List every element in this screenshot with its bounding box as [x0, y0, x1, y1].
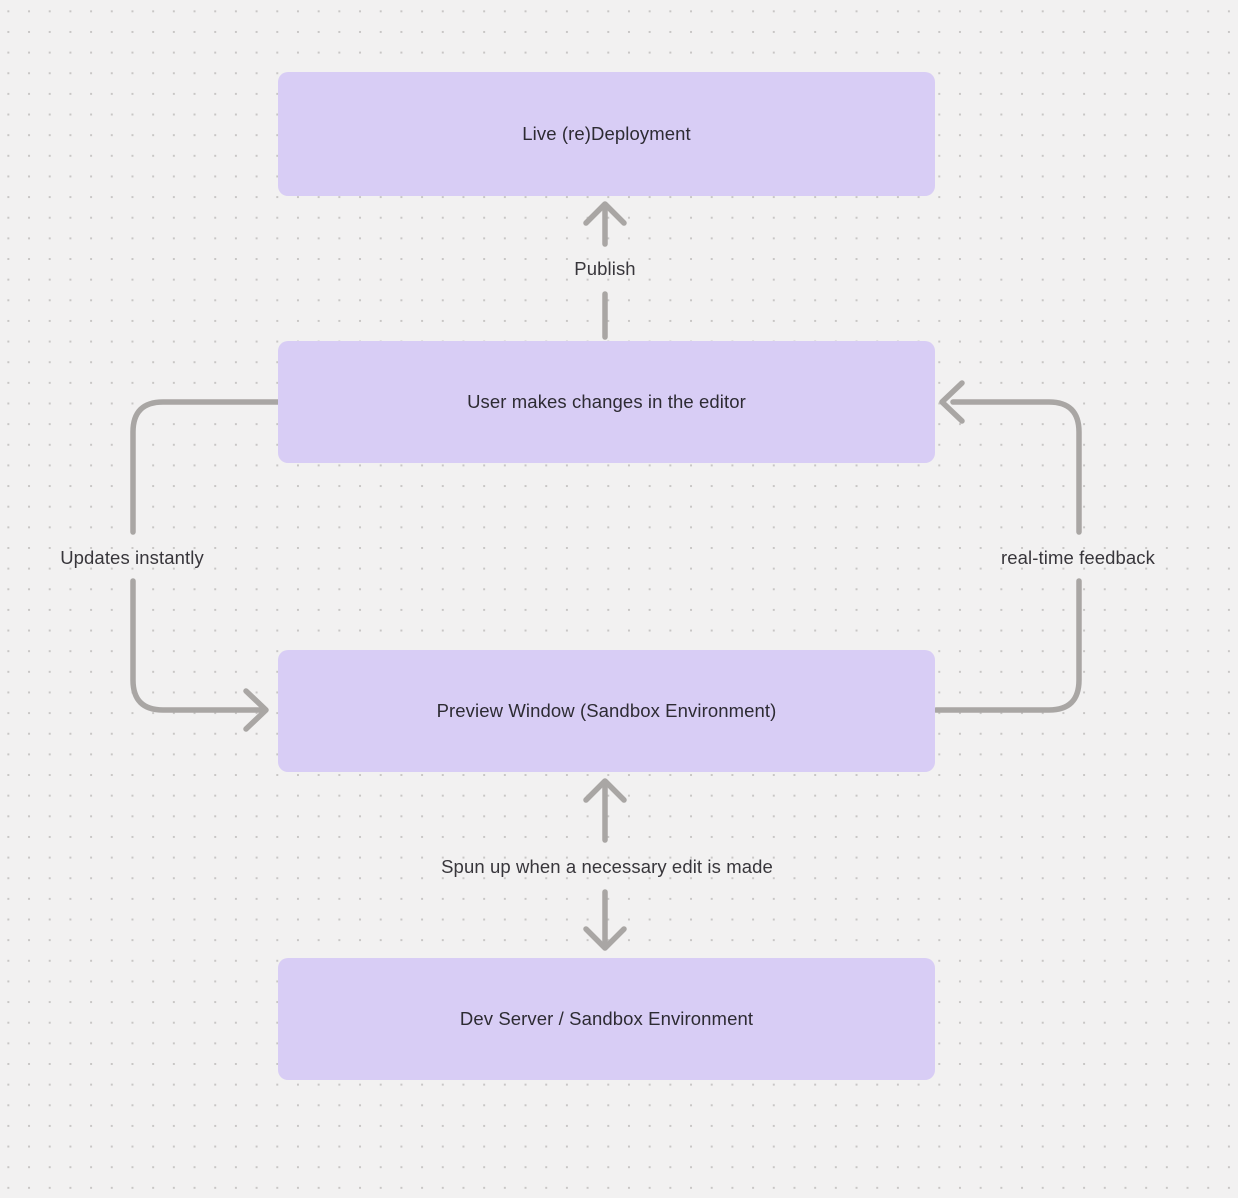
- edge-realtime-feedback-arrow: [933, 380, 1082, 713]
- edge-updates-instantly-arrow: [130, 399, 281, 732]
- node-dev-server: Dev Server / Sandbox Environment: [278, 958, 935, 1080]
- edge-publish-arrow: [583, 201, 627, 340]
- node-dev-server-label: Dev Server / Sandbox Environment: [459, 1008, 754, 1029]
- edge-label-updates-instantly: Updates instantly: [60, 547, 204, 568]
- node-live-deployment-label: Live (re)Deployment: [522, 123, 691, 144]
- edge-label-spun-up: Spun up when a necessary edit is made: [441, 856, 773, 877]
- edge-label-publish: Publish: [574, 258, 636, 279]
- edge-spun-up-arrow: [583, 778, 627, 951]
- node-preview-window: Preview Window (Sandbox Environment): [278, 650, 935, 772]
- node-user-makes-changes: User makes changes in the editor: [278, 341, 935, 463]
- node-user-makes-changes-label: User makes changes in the editor: [467, 391, 746, 412]
- edge-label-realtime-feedback: real-time feedback: [1001, 547, 1155, 568]
- node-preview-window-label: Preview Window (Sandbox Environment): [436, 700, 777, 721]
- node-live-deployment: Live (re)Deployment: [278, 72, 935, 196]
